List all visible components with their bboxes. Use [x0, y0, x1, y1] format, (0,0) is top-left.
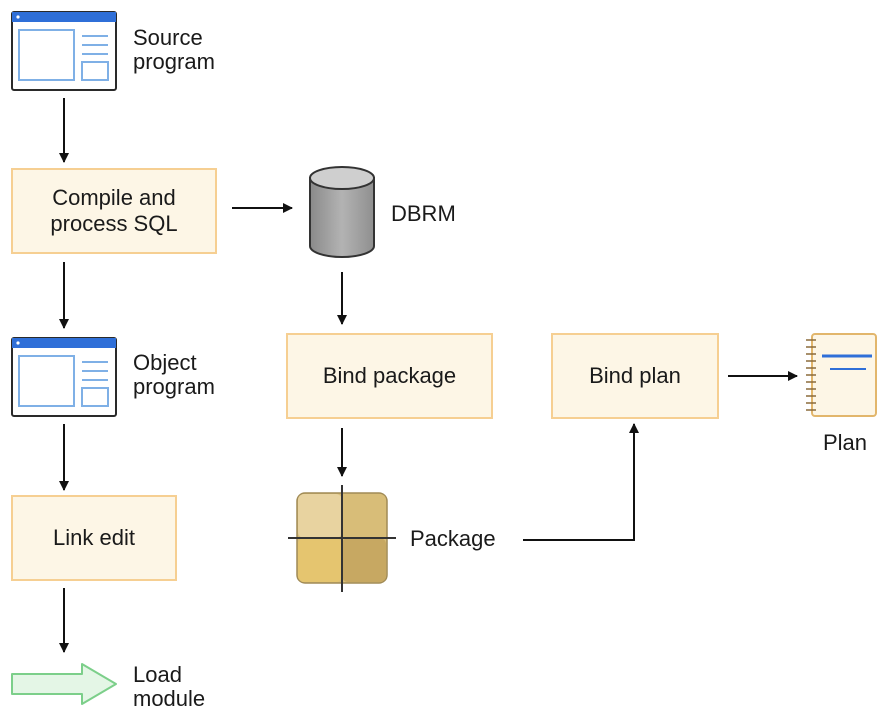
object-program-icon: [11, 337, 117, 417]
load-module-arrow-icon: [11, 663, 117, 705]
package-label: Package: [410, 526, 496, 551]
source-program-label: Source program: [133, 25, 215, 74]
load-module-label: Load module: [133, 662, 206, 711]
plan-label: Plan: [823, 430, 868, 455]
package-icon: [288, 485, 396, 592]
source-program-icon: [11, 11, 117, 91]
arrow-package-to-bindplan: [523, 423, 639, 541]
bind-package-label: Bind package: [322, 363, 457, 388]
plan-icon: [806, 333, 877, 417]
bind-plan-label: Bind plan: [589, 363, 681, 388]
bind-package-box: Bind package: [286, 333, 493, 419]
dbrm-cylinder-icon: [309, 166, 375, 258]
bind-plan-box: Bind plan: [551, 333, 719, 419]
object-program-label: Object program: [133, 350, 215, 399]
compile-box: Compile and process SQL: [11, 168, 217, 254]
compile-label: Compile and process SQL: [50, 185, 178, 236]
link-edit-label: Link edit: [53, 525, 135, 550]
dbrm-label: DBRM: [391, 201, 456, 226]
link-edit-box: Link edit: [11, 495, 177, 581]
